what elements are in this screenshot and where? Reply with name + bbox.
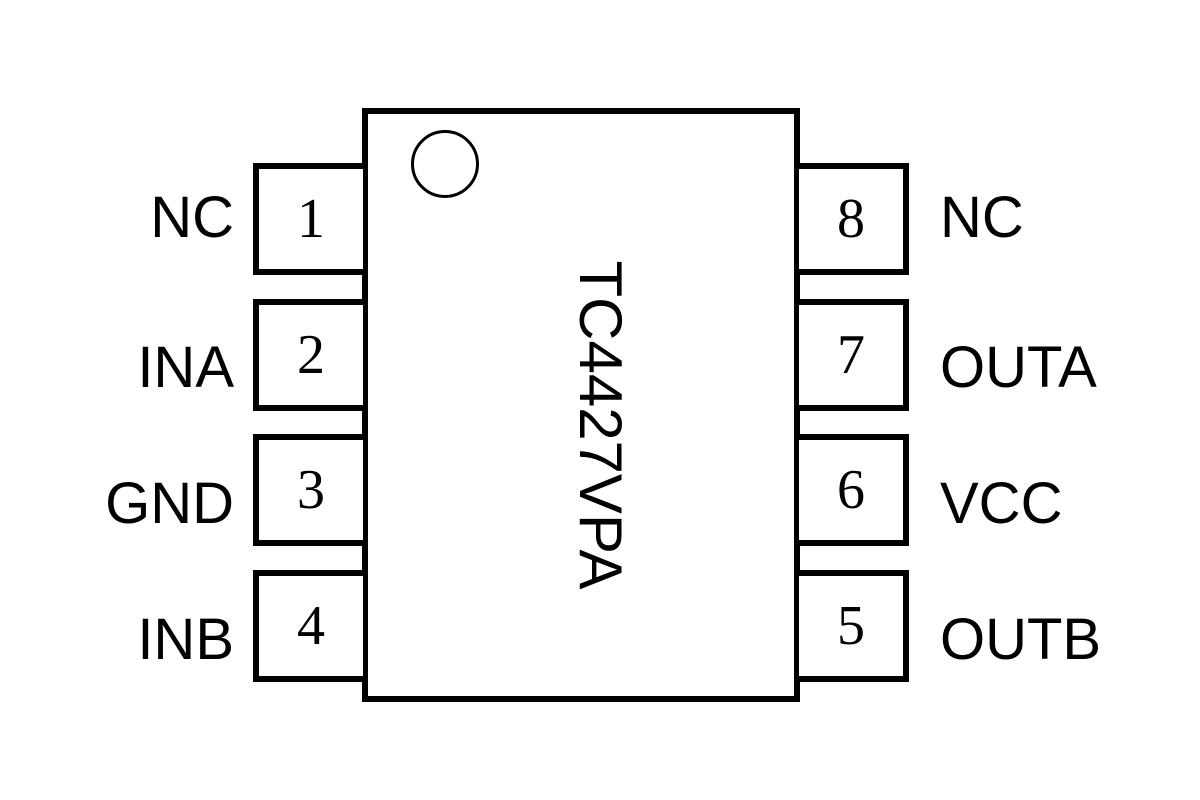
pin-6-name: VCC	[940, 471, 1063, 536]
pin-3-number: 3	[297, 459, 325, 521]
pin1-indicator-dot	[411, 130, 479, 198]
pin-5-number: 5	[837, 595, 865, 657]
pin-1-number: 1	[297, 188, 325, 250]
pin-2-name: INA	[137, 335, 234, 400]
pin-3-box: 3	[253, 434, 363, 546]
pin-7-name: OUTA	[940, 335, 1097, 400]
pin-4-box: 4	[253, 570, 363, 682]
pin-2-box: 2	[253, 299, 363, 411]
pin-8-name: NC	[940, 185, 1024, 250]
pin-5-box: 5	[799, 570, 909, 682]
chip-body	[362, 108, 800, 702]
pin-6-box: 6	[799, 434, 909, 546]
pin-7-box: 7	[799, 299, 909, 411]
pin-3-name: GND	[105, 471, 234, 536]
pin-5-name: OUTB	[940, 607, 1102, 672]
pin-7-number: 7	[837, 324, 865, 386]
pin-2-number: 2	[297, 324, 325, 386]
pin-8-number: 8	[837, 188, 865, 250]
pin-4-number: 4	[297, 595, 325, 657]
pin-6-number: 6	[837, 459, 865, 521]
part-number-label: TC4427VPA	[567, 260, 634, 590]
pin-8-box: 8	[799, 163, 909, 275]
pin-1-box: 1	[253, 163, 363, 275]
pin-1-name: NC	[150, 185, 234, 250]
pin-4-name: INB	[137, 607, 234, 672]
